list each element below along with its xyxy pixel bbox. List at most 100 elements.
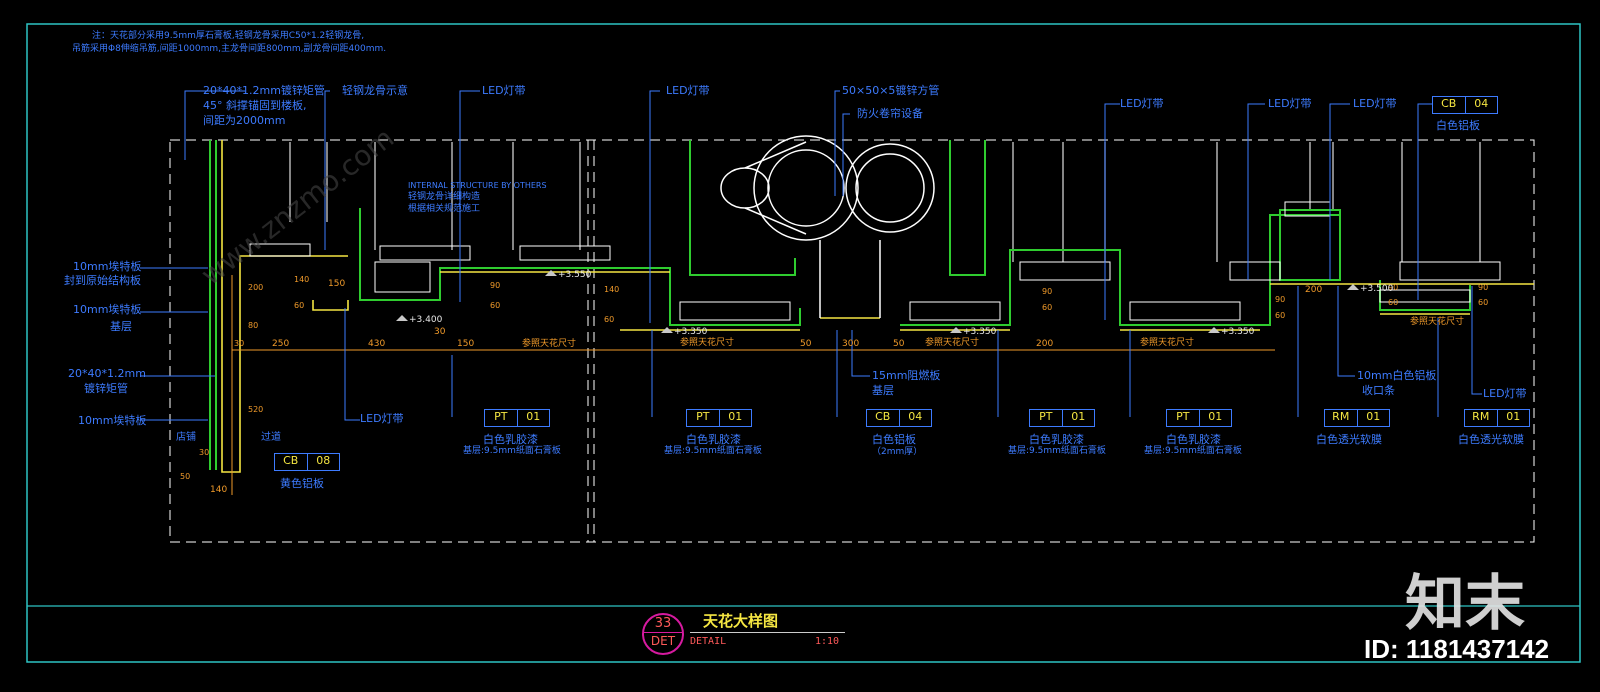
- fire-shutter-drum: [720, 135, 935, 318]
- dim-140c: 140: [604, 285, 619, 294]
- material-tag: PT 01: [686, 409, 752, 427]
- dim-430: 430: [368, 339, 385, 349]
- dim-300: 300: [842, 339, 859, 349]
- dim-520: 520: [248, 405, 263, 414]
- tag-code: CB: [1433, 97, 1466, 113]
- dim-80: 80: [248, 321, 258, 330]
- label-keel: 轻钢龙骨示意: [342, 83, 408, 97]
- hanger-brackets: [249, 201, 1501, 321]
- tag-desc-2: 基层:9.5mm纸面石膏板: [463, 446, 561, 456]
- dim-140a: 140: [294, 275, 309, 284]
- dim-ref-4: 参照天花尺寸: [1140, 336, 1194, 348]
- label-led-right: LED灯带: [1483, 387, 1527, 400]
- tag-code: PT: [1030, 410, 1063, 426]
- note-line-1: 注：天花部分采用9.5mm厚石膏板,轻钢龙骨采用C50*1.2轻钢龙骨,: [92, 29, 364, 41]
- level-3350-a: +3.350: [674, 327, 708, 337]
- drawing-subtitle: DETAIL: [690, 636, 727, 647]
- dim-50b: 50: [893, 339, 905, 349]
- label-tube-1: 20*40*1.2mm: [68, 367, 146, 380]
- dim-200a: 200: [1036, 339, 1053, 349]
- label-brace: 45° 斜撑锚固到楼板,: [203, 98, 307, 112]
- tag-num: 01: [526, 410, 541, 423]
- tag-desc: 白色透光软膜: [1458, 433, 1524, 446]
- tag-desc: 白色透光软膜: [1316, 433, 1382, 446]
- label-fireboard-2: 基层: [872, 384, 894, 397]
- tag-num: 01: [728, 410, 743, 423]
- dim-ref-3: 参照天花尺寸: [925, 336, 979, 348]
- label-led-3: LED灯带: [1120, 97, 1164, 110]
- material-tag: PT 01: [484, 409, 550, 427]
- drawing-frame: [26, 23, 1581, 663]
- label-spacing: 间距为2000mm: [203, 114, 285, 127]
- tag-num: 04: [1474, 97, 1489, 110]
- label-internal-cn-1: 轻钢龙骨详细构造: [408, 190, 480, 202]
- dim-ref-1: 参照天花尺寸: [522, 337, 576, 349]
- label-trim-1: 10mm白色铝板: [1357, 368, 1436, 382]
- tag-num: 01: [1366, 410, 1381, 423]
- tag-code: PT: [485, 410, 518, 426]
- dim-90a: 90: [490, 281, 500, 290]
- label-led-bottom: LED灯带: [360, 412, 404, 425]
- dimension-line: [231, 275, 1275, 495]
- dim-30c: 30: [199, 448, 209, 457]
- level-markers: [396, 270, 1359, 333]
- dim-ref-5: 参照天花尺寸: [1410, 315, 1464, 327]
- dim-60d: 60: [1042, 303, 1052, 312]
- tag-num: 01: [1208, 410, 1223, 423]
- sheet-code: DET: [650, 634, 676, 648]
- label-shop: 店铺: [176, 430, 196, 443]
- label-board-seal-1: 10mm埃特板: [73, 259, 141, 273]
- note-line-2: 吊筋采用Φ8伸缩吊筋,间距1000mm,主龙骨间距800mm,副龙骨间距400m…: [72, 42, 386, 54]
- label-board-base-1: 10mm埃特板: [73, 302, 141, 316]
- label-fireboard-1: 15mm阻燃板: [872, 368, 940, 382]
- tag-desc-2: （2mm厚）: [872, 447, 923, 457]
- dim-30b: 30: [234, 339, 244, 348]
- material-tag: CB 08: [274, 453, 340, 471]
- dim-60f: 60: [1388, 298, 1398, 307]
- dim-50v: 50: [180, 472, 190, 481]
- tag-desc-2: 基层:9.5mm纸面石膏板: [1144, 446, 1242, 456]
- tag-desc-2: 基层:9.5mm纸面石膏板: [1008, 446, 1106, 456]
- drawing-scale: 1:10: [815, 636, 840, 647]
- dim-60a: 60: [294, 301, 304, 310]
- tag-code: RM: [1465, 410, 1498, 426]
- tag-code: PT: [687, 410, 720, 426]
- tag-code: CB: [867, 410, 900, 426]
- label-led-5: LED灯带: [1353, 97, 1397, 110]
- tag-desc-2: 基层:9.5mm纸面石膏板: [664, 446, 762, 456]
- tag-num: 04: [908, 410, 923, 423]
- tag-desc: 白色乳胶漆: [1029, 433, 1084, 446]
- tag-desc: 白色乳胶漆: [483, 433, 538, 446]
- label-led-2: LED灯带: [666, 84, 710, 97]
- dim-60b: 60: [490, 301, 500, 310]
- material-tag: CB 04: [866, 409, 932, 427]
- dim-150a: 150: [457, 339, 474, 349]
- label-tube-2: 镀锌矩管: [84, 381, 128, 395]
- dim-150b: 150: [328, 279, 345, 289]
- label-corridor: 过道: [261, 430, 281, 443]
- dim-60e: 60: [1275, 311, 1285, 320]
- level-3350-c: +3.350: [1221, 327, 1255, 337]
- level-3400: +3.400: [409, 315, 443, 325]
- label-square-tube: 50×50×5镀锌方管: [842, 83, 939, 97]
- dim-90d: 90: [1388, 283, 1398, 292]
- label-led-4: LED灯带: [1268, 97, 1312, 110]
- sheet-marker: 33 DET: [642, 613, 684, 655]
- dim-90b: 90: [1042, 287, 1052, 296]
- section-boundary: [169, 139, 1535, 543]
- dim-ref-2: 参照天花尺寸: [680, 336, 734, 348]
- label-internal-cn-2: 根据相关规范施工: [408, 202, 480, 214]
- tag-num: 08: [316, 454, 331, 467]
- dim-60g: 60: [1478, 298, 1488, 307]
- level-3500: +3.500: [1360, 284, 1394, 294]
- label-fire-shutter: 防火卷帘设备: [857, 106, 923, 120]
- dim-200v: 200: [248, 283, 263, 292]
- material-tag: PT 01: [1029, 409, 1095, 427]
- drawing-title: 天花大样图: [703, 612, 779, 630]
- tag-code: RM: [1325, 410, 1358, 426]
- title-underline: [690, 632, 845, 633]
- dim-50a: 50: [800, 339, 812, 349]
- label-board-base-2: 基层: [110, 320, 132, 333]
